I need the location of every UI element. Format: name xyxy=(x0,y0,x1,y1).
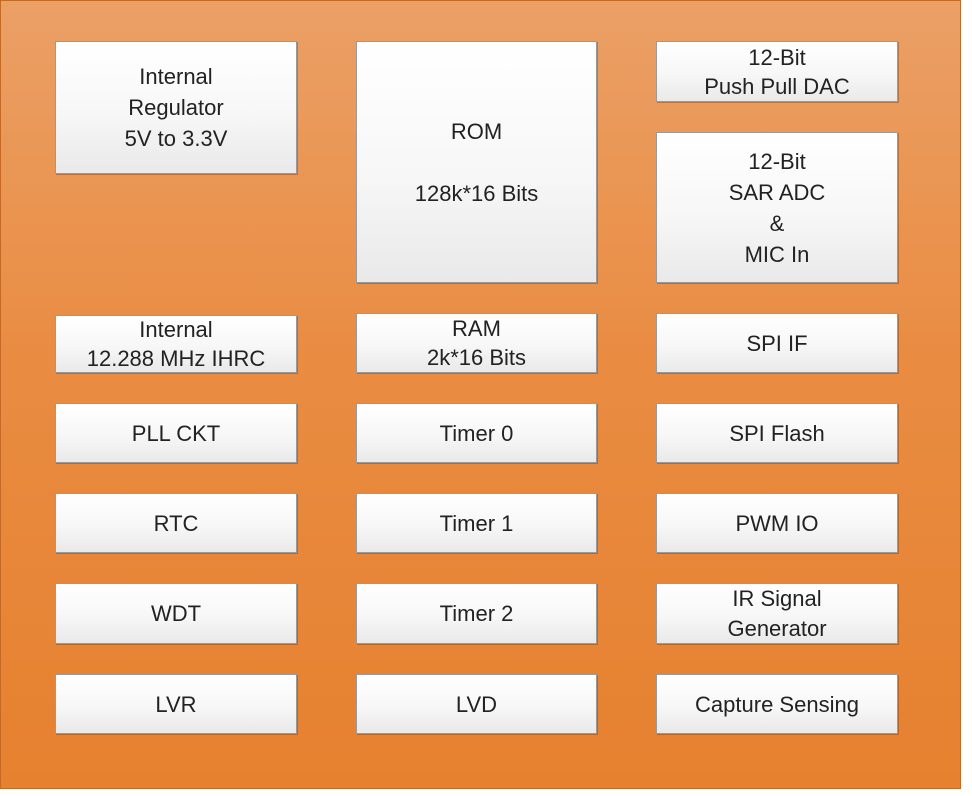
pwm-io-label: PWM IO xyxy=(735,510,819,536)
chip-block-diagram: Internal Regulator 5V to 3.3V Internal 1… xyxy=(0,0,961,789)
timer2-block: Timer 2 xyxy=(356,583,597,644)
dac-block: 12-Bit Push Pull DAC xyxy=(656,41,898,102)
spi-if-block: SPI IF xyxy=(656,313,898,373)
rom-block: ROM 128k*16 Bits xyxy=(356,41,597,283)
ram-block: RAM 2k*16 Bits xyxy=(356,313,597,373)
spi-if-label: SPI IF xyxy=(746,330,808,356)
ihrc-oscillator-block: Internal 12.288 MHz IHRC xyxy=(55,315,297,373)
timer1-label: Timer 1 xyxy=(439,510,514,536)
ir-generator-block: IR Signal Generator xyxy=(656,583,898,644)
wdt-label: WDT xyxy=(150,601,202,626)
ir-generator-label: IR Signal Generator xyxy=(727,585,827,641)
internal-regulator-block: Internal Regulator 5V to 3.3V xyxy=(55,41,297,174)
rtc-label: RTC xyxy=(153,510,199,536)
pll-block: PLL CKT xyxy=(55,403,297,463)
timer0-block: Timer 0 xyxy=(356,403,597,463)
lvr-label: LVR xyxy=(155,691,197,717)
lvd-block: LVD xyxy=(356,674,597,734)
wdt-block: WDT xyxy=(55,583,297,644)
lvr-block: LVR xyxy=(55,674,297,734)
spi-flash-label: SPI Flash xyxy=(729,420,825,446)
lvd-label: LVD xyxy=(455,691,498,717)
timer1-block: Timer 1 xyxy=(356,493,597,553)
adc-block: 12-Bit SAR ADC & MIC In xyxy=(656,132,898,283)
ihrc-oscillator-label: Internal 12.288 MHz IHRC xyxy=(86,317,266,371)
ram-label: RAM 2k*16 Bits xyxy=(426,316,527,370)
rtc-block: RTC xyxy=(55,493,297,553)
timer0-label: Timer 0 xyxy=(439,420,514,446)
dac-label: 12-Bit Push Pull DAC xyxy=(704,44,850,99)
pll-label: PLL CKT xyxy=(131,420,221,446)
internal-regulator-label: Internal Regulator 5V to 3.3V xyxy=(124,64,228,151)
capture-sensing-label: Capture Sensing xyxy=(695,691,859,717)
timer2-label: Timer 2 xyxy=(439,601,514,626)
rom-label: ROM 128k*16 Bits xyxy=(414,118,539,206)
adc-label: 12-Bit SAR ADC & MIC In xyxy=(728,148,826,267)
pwm-io-block: PWM IO xyxy=(656,493,898,553)
capture-sensing-block: Capture Sensing xyxy=(656,674,898,734)
spi-flash-block: SPI Flash xyxy=(656,403,898,463)
